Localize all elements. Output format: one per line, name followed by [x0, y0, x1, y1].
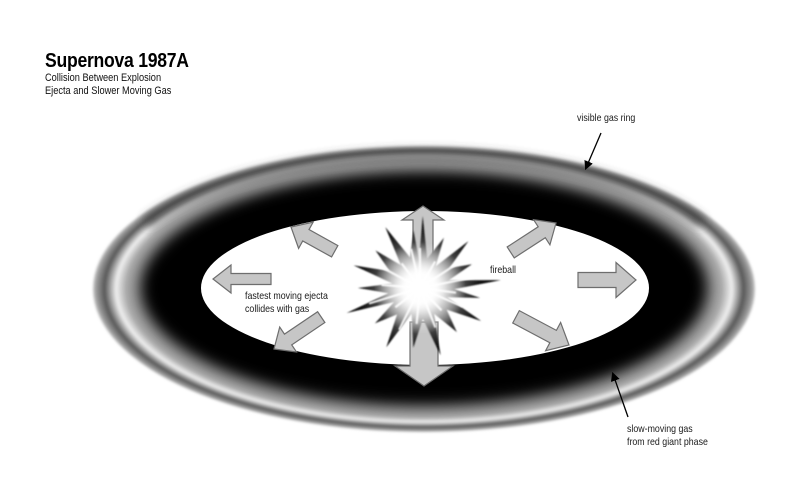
label-visible-gas-ring: visible gas ring [577, 112, 636, 124]
ejecta-arrow-upper-left-icon [290, 221, 339, 258]
title-block: Supernova 1987A Collision Between Explos… [45, 50, 208, 98]
ejecta-arrow-right-icon [577, 261, 637, 299]
label-fastest-moving-ejecta: fastest moving ejecta collides with gas [245, 290, 328, 315]
ejecta-arrow-lower-left-icon [273, 310, 326, 353]
subtitle-line-2: Ejecta and Slower Moving Gas [45, 85, 172, 97]
ejecta-arrow-upper-right-icon [506, 218, 557, 259]
leader-line-visible-gas-ring [584, 132, 602, 171]
label-fireball: fireball [490, 264, 516, 276]
gas-ring-top-shadow [144, 150, 704, 227]
leader-line-slow-moving-gas [610, 371, 629, 418]
page-title: Supernova 1987A [45, 50, 189, 72]
subtitle-line-1: Collision Between Explosion [45, 72, 162, 84]
ejecta-arrow-left-icon [212, 263, 272, 295]
fireball-starburst [346, 216, 501, 356]
ejecta-arrow-lower-right-icon [511, 309, 570, 352]
label-slow-moving-gas: slow-moving gas from red giant phase [627, 423, 708, 448]
fireball-glow [374, 242, 466, 334]
